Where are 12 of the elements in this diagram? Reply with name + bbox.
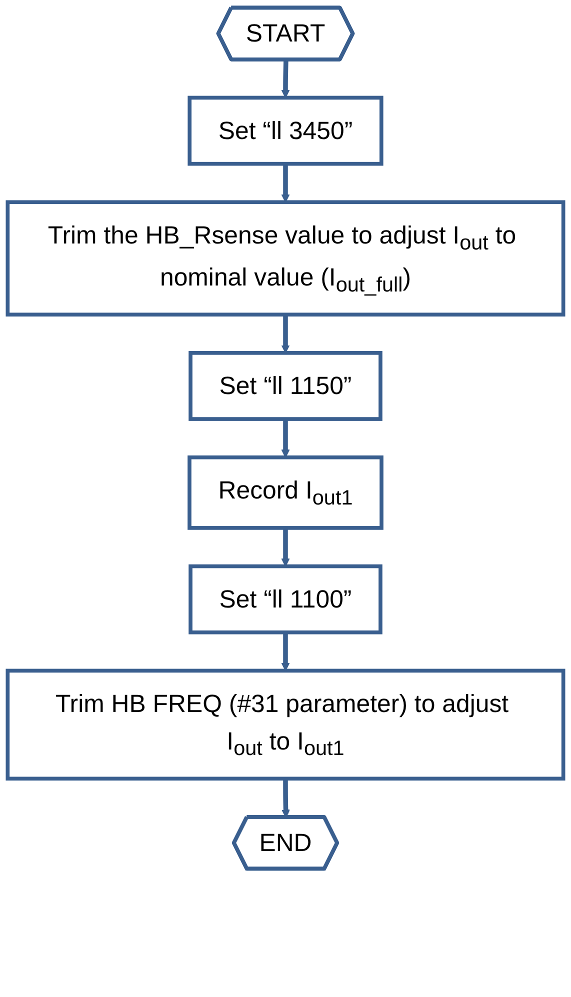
node-box: Record I$_{out1}$ <box>188 455 384 530</box>
arrow <box>281 528 290 567</box>
arrow <box>281 314 290 354</box>
node-box: Trim the HB_Rsense value to adjust I$_{out}$ to nominal value (I$_{out_full}$) <box>6 200 566 317</box>
arrow <box>281 419 290 458</box>
arrow <box>281 632 290 672</box>
node-box: Set “ll 1100” <box>188 564 382 634</box>
arrow <box>281 60 290 98</box>
node-box: Trim HB FREQ (#31 parameter) to adjust I$_{out}$ to I$_{out1}$ <box>6 668 566 781</box>
node-box: Set “ll 3450” <box>188 96 384 166</box>
arrow <box>281 164 290 203</box>
node-box: Set “ll 1150” <box>188 351 382 421</box>
